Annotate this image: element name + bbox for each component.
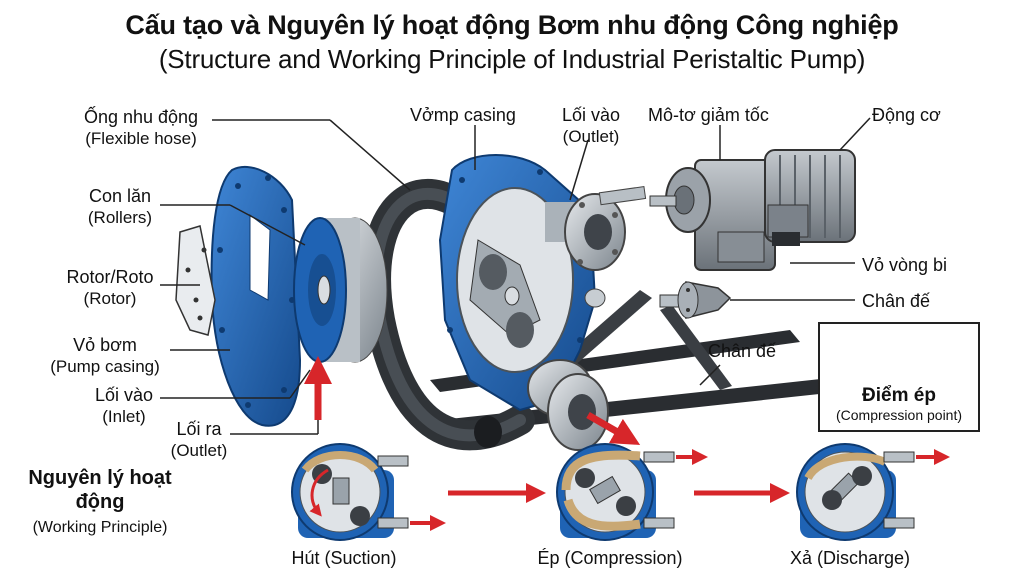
label-outlet-top: Lối vào(Outlet): [561, 105, 621, 146]
outlet-flow-arrow: [586, 411, 641, 445]
label-inlet: Lối vào(Inlet): [94, 385, 154, 426]
roller-drum: [293, 217, 388, 363]
step-compression-graphic: [556, 443, 708, 541]
step-suction-graphic: [291, 443, 446, 541]
compression-point-title: Điểm ép: [862, 385, 936, 406]
inlet-flange: [527, 359, 609, 451]
drive-shaft: [584, 186, 647, 308]
label-rollers: Con lăn(Rollers): [87, 186, 153, 227]
gear-motor: [649, 159, 776, 271]
working-principle-subtitle: (Working Principle): [32, 519, 168, 536]
label-outlet-bottom: Lối ra(Outlet): [170, 419, 228, 460]
label-bearing-housing: Vỏ vòng bi: [862, 255, 948, 275]
leader-lines: [160, 117, 871, 435]
step-label-compression: Ép (Compression): [537, 548, 683, 568]
compression-inset: [818, 322, 980, 432]
rotor-plate: [175, 225, 216, 336]
working-principle-title: Nguyên lý hoạt động: [28, 467, 172, 513]
outlet-flange: [545, 193, 626, 271]
label-base-frame: Chân đế: [708, 341, 777, 361]
label-vomp-casing: Vởmp casing: [410, 105, 516, 125]
title-english: (Structure and Working Principle of Indu…: [158, 44, 866, 74]
label-gear-motor: Mô-tơ giảm tốc: [648, 105, 769, 125]
label-rotor: Rotor/Roto(Rotor): [66, 267, 154, 308]
label-pump-casing: Vỏ bơm(Pump casing): [50, 335, 160, 376]
electric-motor: [764, 149, 856, 246]
compression-point-subtitle: (Compression point): [835, 407, 963, 423]
label-flexible-hose: Ống nhu động(Flexible hose): [83, 107, 199, 148]
coupling: [659, 281, 732, 319]
step-label-discharge: Xả (Discharge): [789, 548, 911, 568]
label-base-right: Chân đế: [862, 291, 931, 311]
cover-plate: [210, 165, 302, 427]
step-discharge-graphic: [796, 443, 950, 541]
label-motor: Động cơ: [872, 105, 941, 125]
title-vietnamese: Cấu tạo và Nguyên lý hoạt động Bơm nhu đ…: [125, 10, 899, 40]
step-label-suction: Hút (Suction): [291, 548, 397, 568]
